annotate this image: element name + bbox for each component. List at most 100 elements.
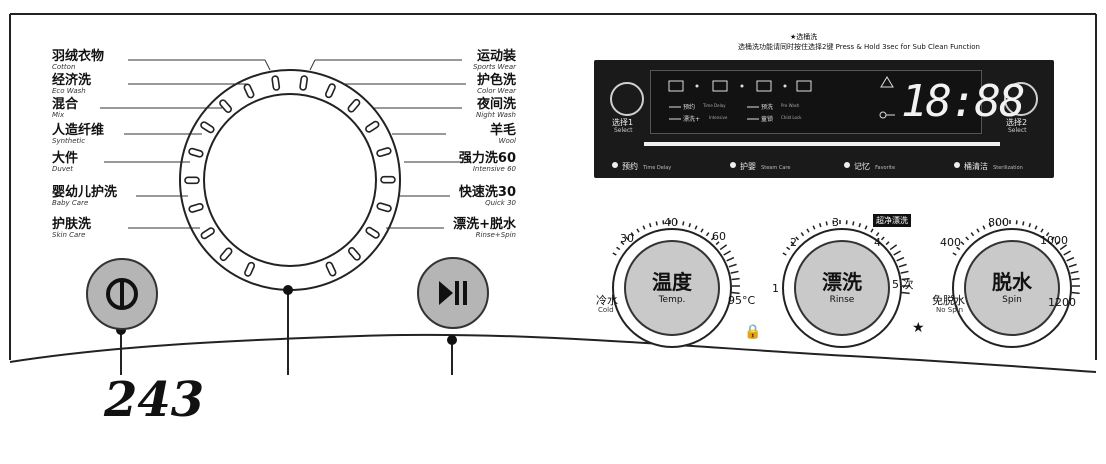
program-dial-tick (376, 202, 392, 213)
program-name-en: Cotton (52, 63, 76, 71)
option-label-en: Favorite (875, 165, 896, 171)
program-name: 护肤洗 (52, 217, 92, 232)
status-icons (879, 76, 895, 119)
select2-label-en: Select (1008, 127, 1027, 134)
program-dial-tick (380, 175, 396, 184)
star-icon: ★ (912, 320, 925, 336)
program-name-en: Duvet (52, 165, 74, 173)
power-button[interactable] (86, 258, 158, 330)
indicator-label-3: 漂洗+ (683, 116, 701, 123)
display-panel: 选择1 Select 选择2 Select 预约 Time D (594, 60, 1054, 178)
display-option[interactable]: 桶清洁 Sterilization (954, 154, 1023, 173)
display-option[interactable]: 护婴 Steam Care (730, 154, 790, 173)
indicator-label-4: 童锁 (761, 116, 774, 123)
lcd-screen: 预约 Time Delay 预洗 Pre Wash 漂洗+ Intensive … (650, 70, 1025, 134)
program-name: 羽绒衣物 (52, 49, 105, 64)
option-label-en: Steam Care (761, 165, 791, 171)
cycle-stage-icons (668, 80, 812, 120)
select1-button[interactable] (610, 82, 644, 116)
program-name: 运动装 (476, 49, 516, 64)
cold-label-en: Cold (598, 306, 614, 314)
program-dial-tick (219, 247, 233, 262)
program-name: 大件 (52, 151, 79, 166)
program-name-en: Synthetic (52, 137, 86, 145)
program-dial-tick (376, 147, 392, 158)
option-label-en: Time Delay (643, 165, 672, 171)
power-icon (106, 278, 138, 310)
indicator-label-3-en: Intensive (709, 115, 728, 120)
knob-label: 温度 (652, 270, 692, 294)
program-name: 强力洗60 (458, 151, 516, 166)
indicator-label-2: 预洗 (761, 104, 774, 111)
indicator-label-1-en: Time Delay (703, 103, 726, 108)
knob-label: 脱水 (992, 270, 1032, 294)
program-name-en: Eco Wash (52, 87, 86, 95)
display-option[interactable]: 预约 Time Delay (612, 154, 671, 173)
option-dot-icon (612, 161, 618, 168)
program-dial-tick (324, 83, 336, 99)
callout-number: 243 (104, 372, 205, 428)
time-display: 18:88 (901, 76, 1025, 127)
select1-label-en: Select (614, 127, 633, 134)
program-dial-tick (365, 120, 380, 133)
knob-scale-label: 免脱水 (932, 294, 965, 307)
indicator-label-2-en: Pre Wash (781, 103, 800, 108)
program-name-en: Baby Care (52, 199, 89, 207)
display-note-title: ★选桶洗 (790, 33, 818, 41)
display-option[interactable]: 记忆 Favorite (844, 154, 895, 173)
program-name: 夜间洗 (476, 97, 516, 112)
program-name: 快速洗30 (458, 185, 516, 200)
select2-label: 选择2 (1006, 118, 1028, 127)
program-dial-tick (243, 83, 255, 99)
option-label: 桶清洁 (964, 162, 988, 171)
program-dial-tick (325, 261, 337, 277)
select2-button[interactable] (1004, 82, 1038, 116)
program-dial-tick (184, 176, 200, 185)
program-name: 护色洗 (476, 73, 516, 88)
knob-scale-label: 2 (790, 236, 797, 249)
knob-label-en: Temp. (658, 295, 686, 305)
program-name: 经济洗 (52, 73, 92, 88)
knob-scale-label: 4 (874, 236, 881, 249)
display-note-text: 选桶洗功能请同时按住选择2键 Press & Hold 3sec for Sub… (738, 43, 980, 51)
knob-scale-label: 400 (940, 236, 961, 249)
program-name-en: Skin Care (52, 231, 86, 239)
program-dial-tick (271, 75, 281, 91)
start-pause-button[interactable] (417, 257, 489, 329)
no-spin-label-en: No Spin (936, 306, 964, 314)
program-name-en: Color Wear (477, 87, 516, 95)
indicator-label-1: 预约 (683, 104, 696, 111)
knob-scale-label: 3 (832, 216, 839, 229)
program-name-en: Quick 30 (485, 199, 516, 207)
select1-label: 选择1 (612, 118, 634, 127)
knob-scale-label: 60 (712, 230, 726, 243)
program-name: 漂洗+脱水 (453, 217, 516, 232)
program-dial-tick (347, 247, 361, 261)
indicator-label-4-en: Child Lock (781, 115, 802, 120)
program-dial-tick (365, 226, 380, 239)
program-name-en: Rinse+Spin (475, 231, 516, 239)
option-label-en: Sterilization (993, 165, 1023, 171)
program-name-en: Mix (52, 111, 65, 119)
program-name-en: Night Wash (476, 111, 516, 119)
rinse-badge: 超净漂洗 (873, 214, 911, 227)
knob-label: 漂洗 (822, 270, 862, 294)
knob-label-en: Rinse (829, 295, 855, 305)
program-name: 混合 (52, 97, 79, 112)
option-label: 预约 (622, 162, 638, 171)
